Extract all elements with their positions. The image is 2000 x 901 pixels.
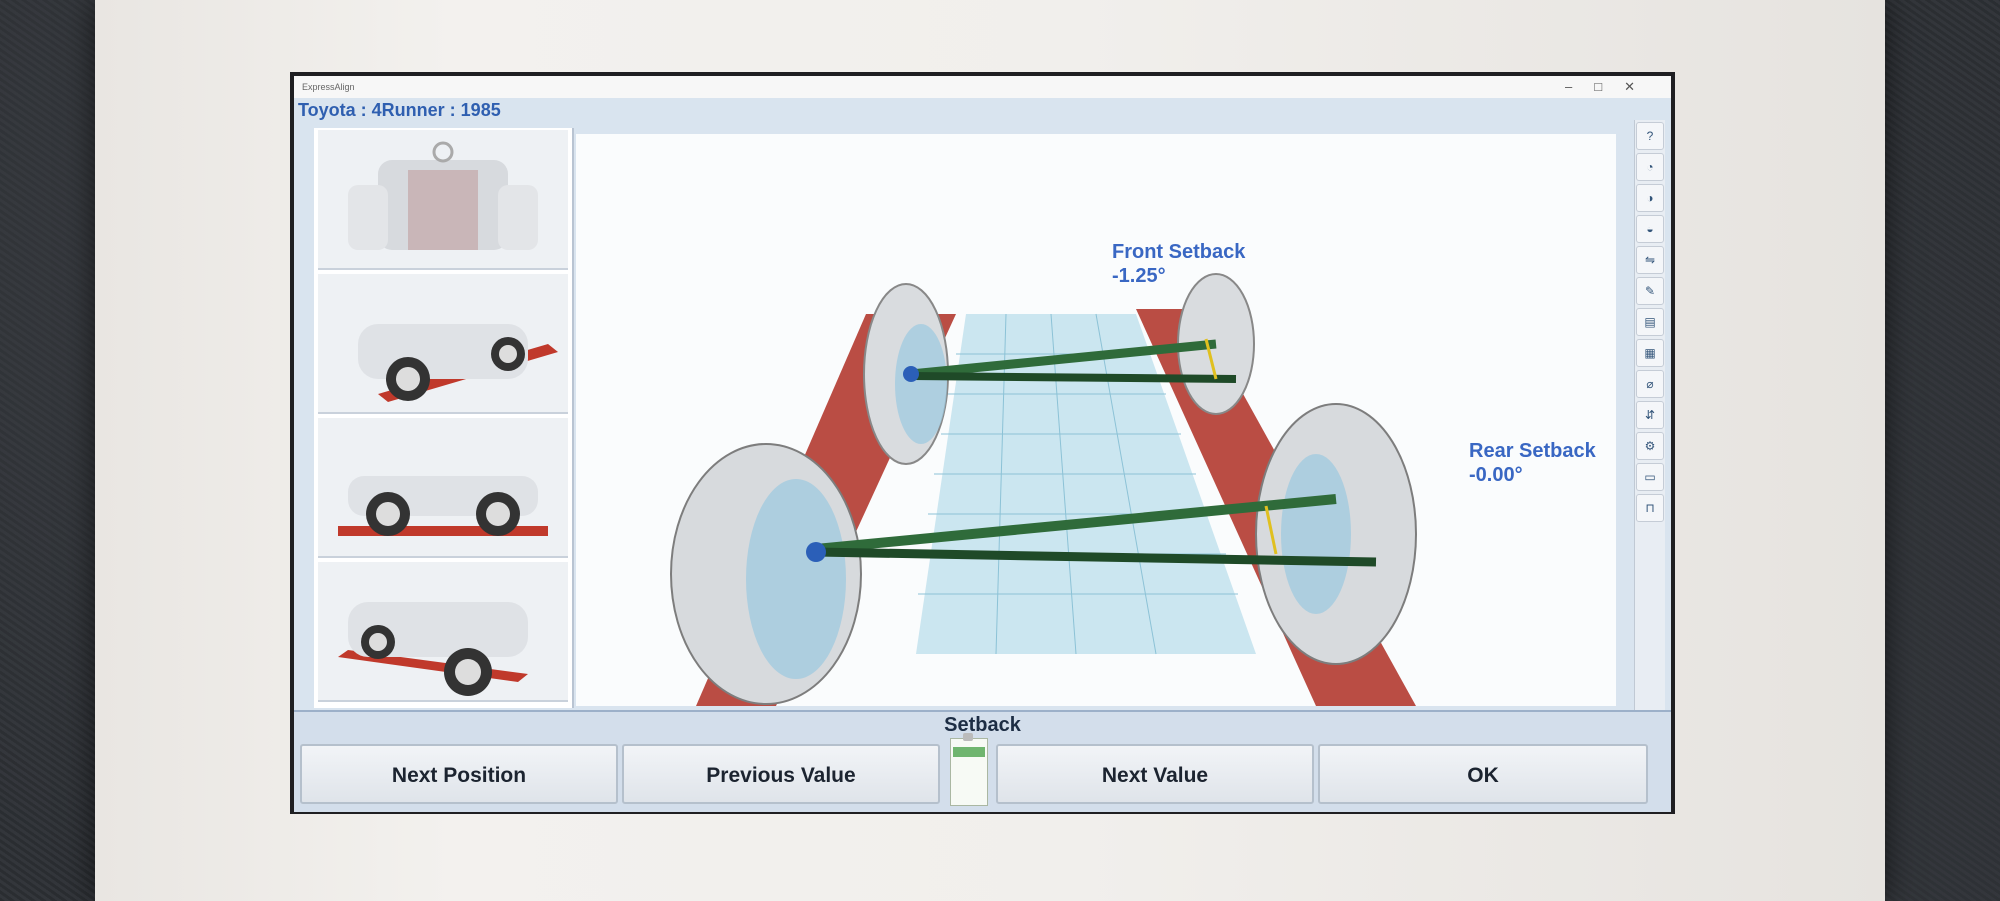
front-setback-readout: Front Setback -1.25° — [1112, 240, 1245, 288]
car-front-icon — [348, 141, 538, 250]
screen-title: Setback — [944, 714, 1021, 736]
view-thumbnails — [314, 128, 574, 708]
tool-strip: ? ◔ ◑ ◒ ⇋ ✎ ▤ ▦ ⌀ ⇵ ⚙ ▭ ⊓ — [1634, 120, 1665, 736]
gauge-knob — [963, 733, 973, 741]
mini-gauge-icon — [950, 733, 988, 806]
app-name: ExpressAlign — [302, 82, 355, 92]
bottom-action-bar: Setback Next Position Previous Value Nex… — [294, 710, 1671, 812]
wrench-icon[interactable]: ✎ — [1636, 277, 1664, 305]
vehicle-title: Toyota : 4Runner : 1985 — [298, 100, 501, 120]
settings-icon[interactable]: ⚙ — [1636, 432, 1664, 460]
thumbnail-front-quarter-view[interactable] — [318, 274, 568, 414]
next-value-button[interactable]: Next Value — [996, 744, 1314, 804]
measurement-icon[interactable]: ⌀ — [1636, 370, 1664, 398]
setback-3d-view[interactable]: Front Setback -1.25° Rear Setback -0.00° — [576, 134, 1616, 706]
caster-icon[interactable]: ◑ — [1636, 184, 1664, 212]
window-controls[interactable]: –□✕ — [1565, 76, 1657, 98]
previous-value-button[interactable]: Previous Value — [622, 744, 940, 804]
front-setback-value: -1.25° — [1112, 265, 1166, 287]
car-icon[interactable]: ▭ — [1636, 463, 1664, 491]
setback-diagram — [670, 273, 1417, 706]
print-icon[interactable]: ▤ — [1636, 308, 1664, 336]
title-bar: ExpressAlign –□✕ — [294, 76, 1671, 98]
rear-setback-readout: Rear Setback -0.00° — [1469, 439, 1596, 487]
ok-button[interactable]: OK — [1318, 744, 1648, 804]
thumbnail-side-view[interactable] — [318, 418, 568, 558]
minimize-icon[interactable]: – — [1565, 79, 1595, 94]
camber-icon[interactable]: ◔ — [1636, 153, 1664, 181]
car-quarter-icon — [358, 324, 558, 402]
sai-icon[interactable]: ◒ — [1636, 215, 1664, 243]
lift-icon[interactable]: ⊓ — [1636, 494, 1664, 522]
car-side-icon — [338, 476, 548, 536]
thumbnail-rear-quarter-view[interactable] — [318, 562, 568, 702]
front-setback-label: Front Setback — [1112, 241, 1246, 263]
car-rear-quarter-icon — [338, 602, 528, 696]
rear-setback-value: -0.00° — [1469, 464, 1523, 486]
checkered-flag-icon[interactable]: ▦ — [1636, 339, 1664, 367]
setback-icon[interactable]: ⇵ — [1636, 401, 1664, 429]
toe-icon[interactable]: ⇋ — [1636, 246, 1664, 274]
alignment-window: ExpressAlign –□✕ Toyota : 4Runner : 1985 — [290, 72, 1675, 814]
close-icon[interactable]: ✕ — [1624, 79, 1657, 94]
maximize-icon[interactable]: □ — [1594, 79, 1625, 94]
help-icon[interactable]: ? — [1636, 122, 1664, 150]
next-position-button[interactable]: Next Position — [300, 744, 618, 804]
thumbnail-front-view[interactable] — [318, 130, 568, 270]
gauge-bar — [953, 747, 985, 757]
rear-setback-label: Rear Setback — [1469, 440, 1596, 462]
